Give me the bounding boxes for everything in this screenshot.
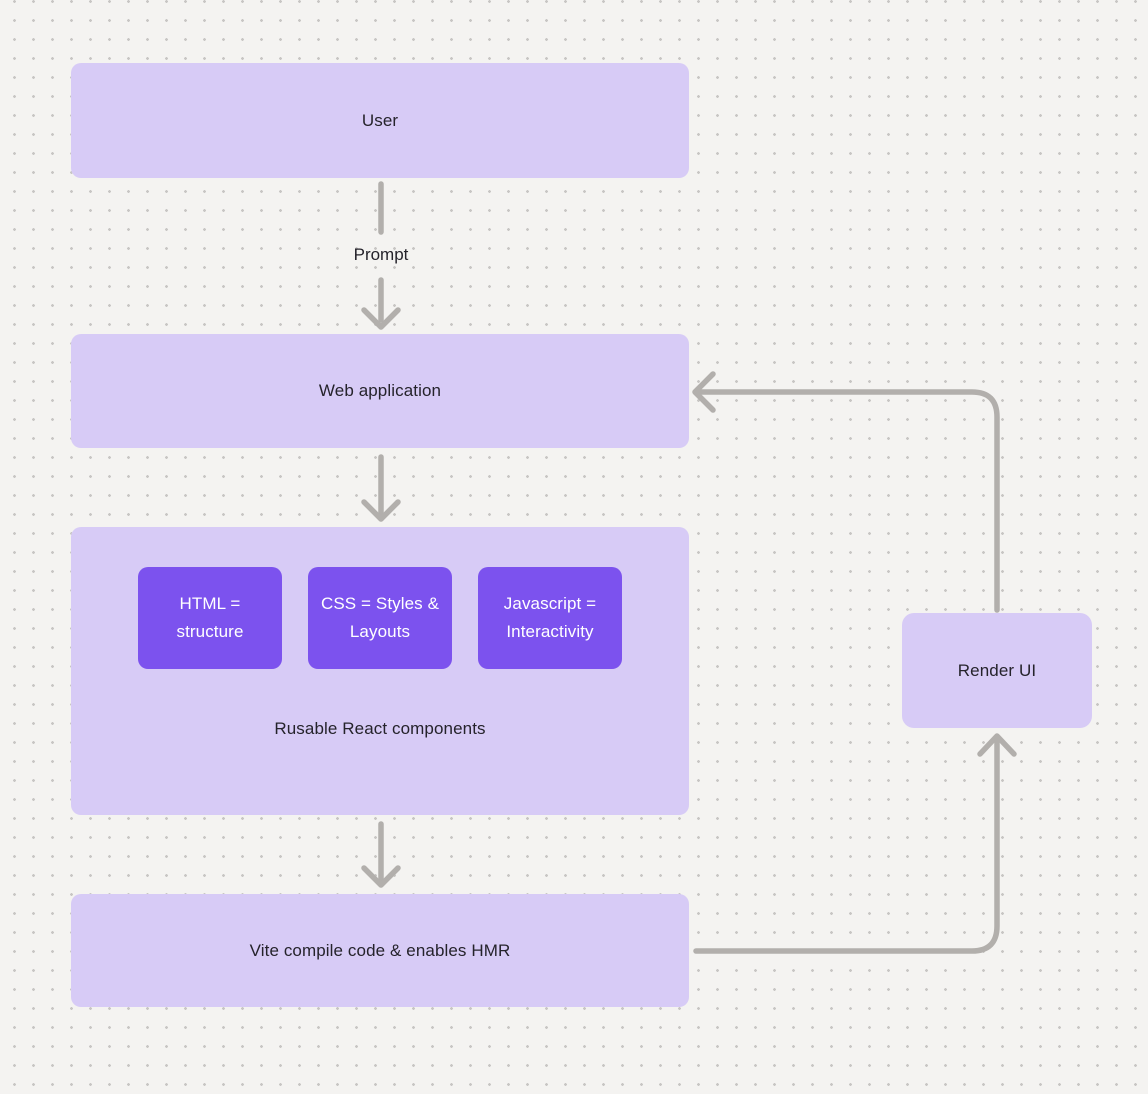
chip-css-label: CSS = Styles & Layouts xyxy=(320,594,440,641)
edge-label-prompt: Prompt xyxy=(353,245,409,264)
node-react-components[interactable]: HTML = structure CSS = Styles & Layouts … xyxy=(71,527,689,815)
edge-render-to-webapp xyxy=(698,389,1000,613)
chip-javascript[interactable]: Javascript = Interactivity xyxy=(478,567,622,669)
arrowhead-down-components xyxy=(361,499,401,522)
node-user-label: User xyxy=(361,110,399,130)
arrowhead-down-webapp xyxy=(361,307,401,330)
node-vite-label: Vite compile code & enables HMR xyxy=(249,940,511,960)
components-caption: Rusable React components xyxy=(274,719,486,738)
node-vite[interactable]: Vite compile code & enables HMR xyxy=(71,894,689,1007)
node-render-ui[interactable]: Render UI xyxy=(902,613,1092,728)
arrowhead-up-render xyxy=(977,733,1017,757)
edge-vite-to-render xyxy=(693,739,1000,954)
node-web-application-label: Web application xyxy=(318,381,442,400)
chip-html[interactable]: HTML = structure xyxy=(138,567,282,669)
chip-css[interactable]: CSS = Styles & Layouts xyxy=(308,567,452,669)
chip-html-label: HTML = structure xyxy=(176,594,244,641)
node-render-ui-label: Render UI xyxy=(957,660,1037,680)
node-user[interactable]: User xyxy=(71,63,689,178)
chip-javascript-label: Javascript = Interactivity xyxy=(503,594,597,641)
chip-row: HTML = structure CSS = Styles & Layouts … xyxy=(138,567,622,669)
arrowhead-down-vite xyxy=(361,865,401,888)
arrowhead-left-webapp xyxy=(692,371,716,413)
node-web-application[interactable]: Web application xyxy=(71,334,689,448)
